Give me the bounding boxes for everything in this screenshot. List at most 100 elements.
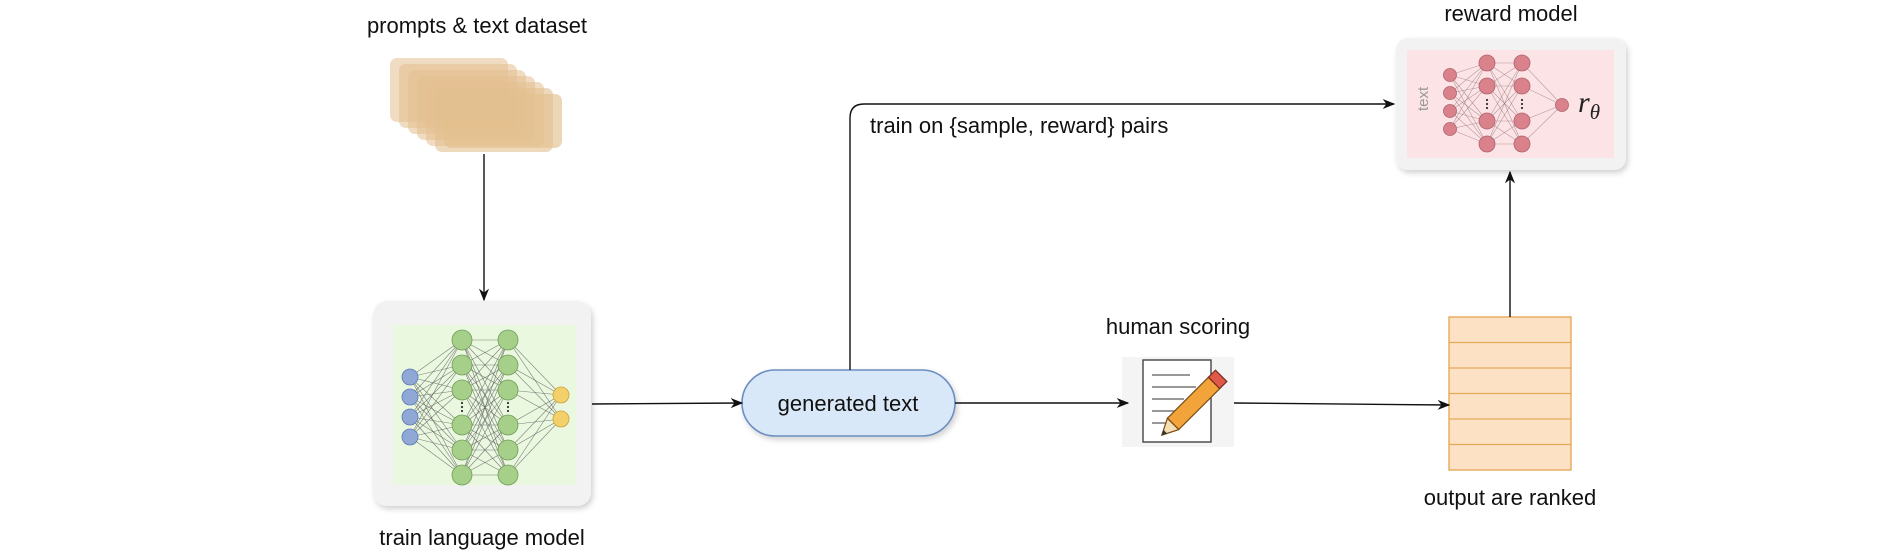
net-node [1513, 135, 1531, 153]
net-edge [409, 339, 463, 438]
net-edge [507, 394, 562, 451]
ellipsis-dot [1520, 102, 1524, 106]
net-edge [1486, 62, 1523, 122]
net-edge [1449, 74, 1488, 145]
net-node [451, 464, 473, 486]
ellipsis-dot [1485, 106, 1489, 110]
generated-text-node: generated text [741, 369, 956, 437]
net-node [552, 386, 570, 404]
lm-panel [373, 301, 591, 506]
edge-lm-to-generated [591, 398, 744, 409]
net-edge [409, 389, 463, 438]
net-edge [409, 339, 463, 418]
dataset-label: prompts & text dataset [367, 13, 587, 38]
net-edge [507, 339, 562, 396]
net-edge [1449, 62, 1488, 112]
net-edge [1449, 74, 1488, 122]
rm-output-subscript: θ [1590, 100, 1600, 124]
edge-human-to-ranked [1233, 399, 1451, 410]
net-edge [507, 418, 562, 476]
net-edge [409, 416, 463, 476]
net-node [1478, 135, 1496, 153]
edge-generated-to-reward [849, 98, 1396, 370]
net-node [497, 414, 519, 436]
lm-label: train language model [379, 525, 584, 550]
net-edge [409, 396, 463, 451]
human-scoring-label: human scoring [1106, 314, 1250, 339]
lm-network [401, 329, 570, 486]
net-edge [461, 339, 509, 391]
net-node [401, 388, 419, 406]
net-edge [461, 424, 509, 476]
net-node [1443, 68, 1457, 82]
net-node [1513, 77, 1531, 95]
pencil-paper-icon [1122, 357, 1234, 447]
net-node [497, 464, 519, 486]
net-node [497, 354, 519, 376]
net-edge [1449, 62, 1488, 130]
ranked-outputs [1448, 316, 1572, 471]
net-node [451, 354, 473, 376]
net-edge [409, 436, 463, 476]
net-edge [1449, 92, 1488, 145]
net-node [401, 428, 419, 446]
reward-model-panel: text rθ [1396, 38, 1626, 170]
net-node [552, 410, 570, 428]
net-node [1513, 54, 1531, 72]
ellipsis-dot [506, 405, 510, 409]
reward-model-label: reward model [1444, 1, 1577, 26]
net-node [1478, 54, 1496, 72]
net-edge [409, 376, 463, 476]
net-edge [409, 339, 463, 398]
net-edge [1486, 62, 1523, 145]
ellipsis-dot [506, 401, 510, 405]
net-edge [1521, 104, 1563, 145]
net-node [497, 379, 519, 401]
net-node [1555, 98, 1569, 112]
net-node [1478, 112, 1496, 130]
net-edge [1486, 85, 1523, 145]
dataset-card-7 [444, 94, 562, 148]
net-node [1443, 104, 1457, 118]
rm-network-bg [1407, 50, 1614, 158]
net-node [1443, 122, 1457, 136]
net-edge [1449, 85, 1488, 130]
net-edge [409, 396, 463, 476]
ellipsis-dot [460, 401, 464, 405]
net-edge [461, 339, 509, 426]
rm-input-label: text [1415, 86, 1432, 111]
ellipsis-dot [1485, 98, 1489, 102]
ellipsis-dot [1485, 102, 1489, 106]
ellipsis-dot [1520, 98, 1524, 102]
ellipsis-dot [506, 409, 510, 413]
rm-network [1443, 54, 1569, 153]
net-edge [1521, 62, 1563, 106]
net-node [497, 329, 519, 351]
net-node [451, 414, 473, 436]
ranked-rows [1449, 341, 1571, 446]
dataset-stack [390, 58, 562, 152]
ellipsis-dot [460, 409, 464, 413]
net-edge [409, 364, 463, 418]
net-edge [507, 339, 562, 420]
lm-network-bg [393, 325, 576, 485]
net-edge [409, 364, 463, 438]
net-node [1478, 77, 1496, 95]
net-edge [409, 339, 463, 378]
net-node [1513, 112, 1531, 130]
net-node [451, 329, 473, 351]
net-node [451, 439, 473, 461]
net-node [401, 408, 419, 426]
ranked-label: output are ranked [1424, 485, 1596, 510]
net-edge [507, 364, 562, 420]
net-node [451, 379, 473, 401]
net-node [401, 368, 419, 386]
ellipsis-dot [1520, 106, 1524, 110]
rm-output-symbol: rθ [1578, 86, 1600, 124]
net-edge [507, 394, 562, 476]
train-pairs-label: train on {sample, reward} pairs [870, 113, 1168, 138]
net-node [497, 439, 519, 461]
net-node [1443, 86, 1457, 100]
net-edge [461, 389, 509, 476]
